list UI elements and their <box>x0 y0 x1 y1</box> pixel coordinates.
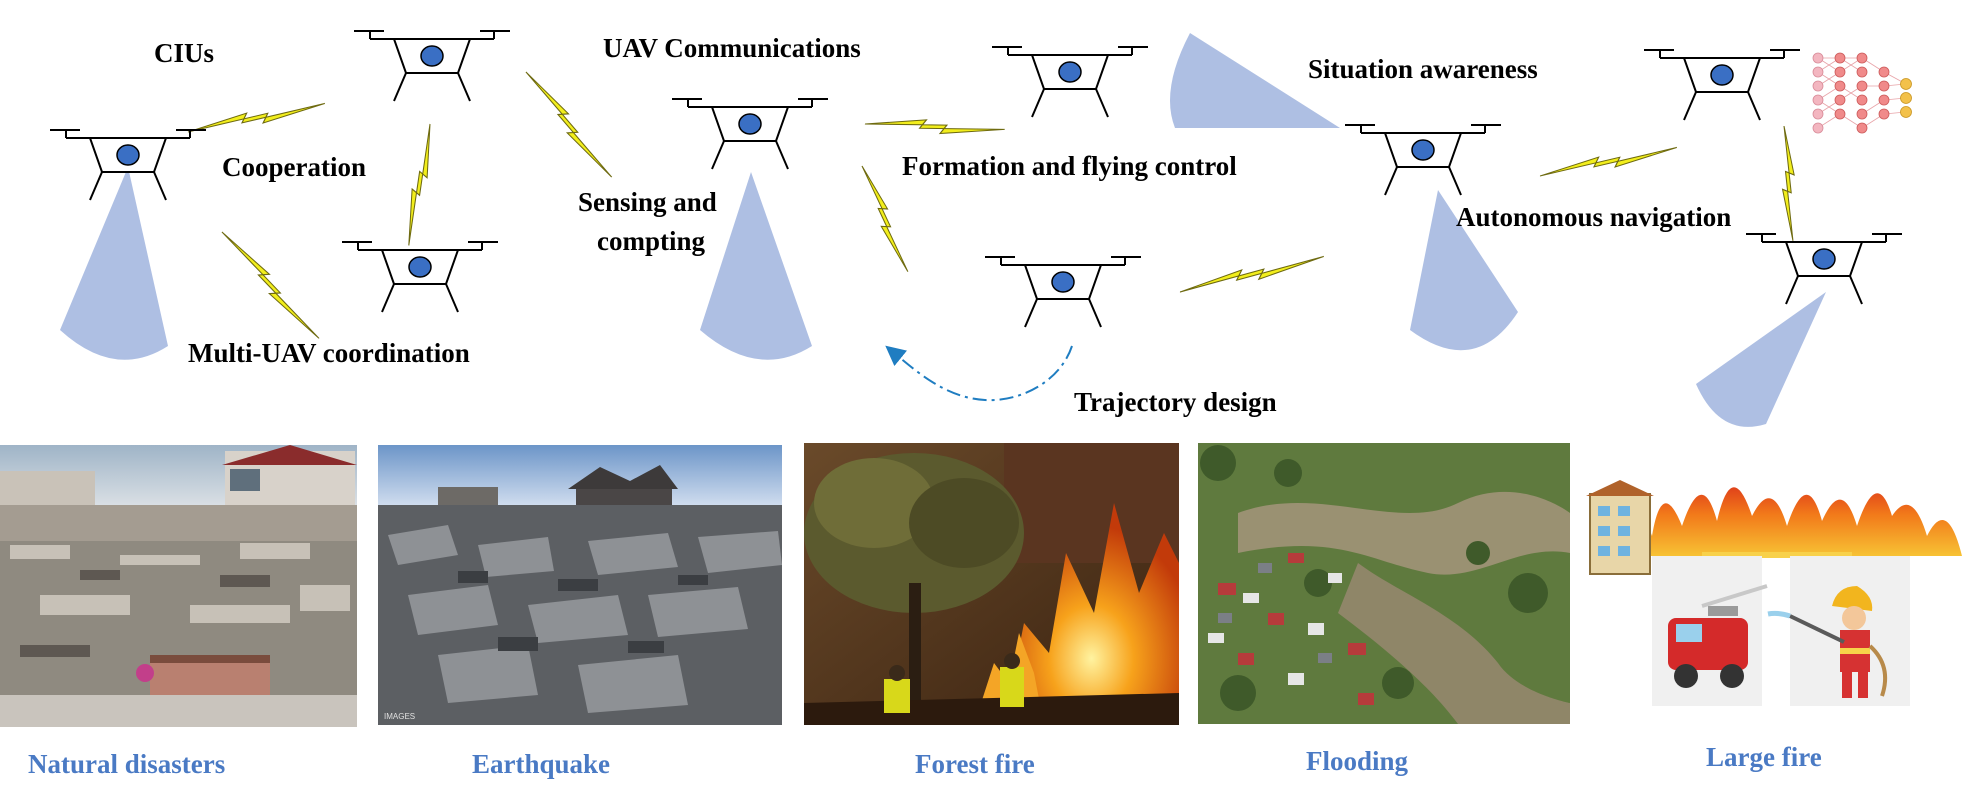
earthquake-photo: IMAGES <box>378 445 782 725</box>
caption-earthquake: Earthquake <box>472 749 611 779</box>
label-sensing-line1: Sensing and <box>578 187 717 217</box>
label-situation-awareness: Situation awareness <box>1308 54 1538 84</box>
label-uav-communications: UAV Communications <box>603 33 861 63</box>
neural-network-icon <box>1812 52 1912 134</box>
large-fire-illustration <box>1582 446 1976 718</box>
label-multi-uav-coordination: Multi-UAV coordination <box>188 338 470 368</box>
caption-forest-fire: Forest fire <box>915 749 1035 779</box>
caption-flooding: Flooding <box>1306 746 1409 776</box>
sensing-beams <box>60 33 1826 427</box>
caption-large-fire: Large fire <box>1706 742 1822 772</box>
photo-credit-text: IMAGES <box>384 712 415 721</box>
label-sensing-line2: compting <box>597 226 705 256</box>
label-autonomous-navigation: Autonomous navigation <box>1456 202 1732 232</box>
label-cius: CIUs <box>154 38 215 68</box>
flooding-photo <box>1198 443 1570 724</box>
label-formation-control: Formation and flying control <box>902 151 1237 181</box>
label-trajectory-design: Trajectory design <box>1074 387 1277 417</box>
label-cooperation: Cooperation <box>222 152 366 182</box>
forest-fire-photo <box>804 443 1179 725</box>
trajectory-path <box>885 345 1073 402</box>
caption-natural-disasters: Natural disasters <box>28 749 226 779</box>
natural-disasters-photo <box>0 445 357 727</box>
